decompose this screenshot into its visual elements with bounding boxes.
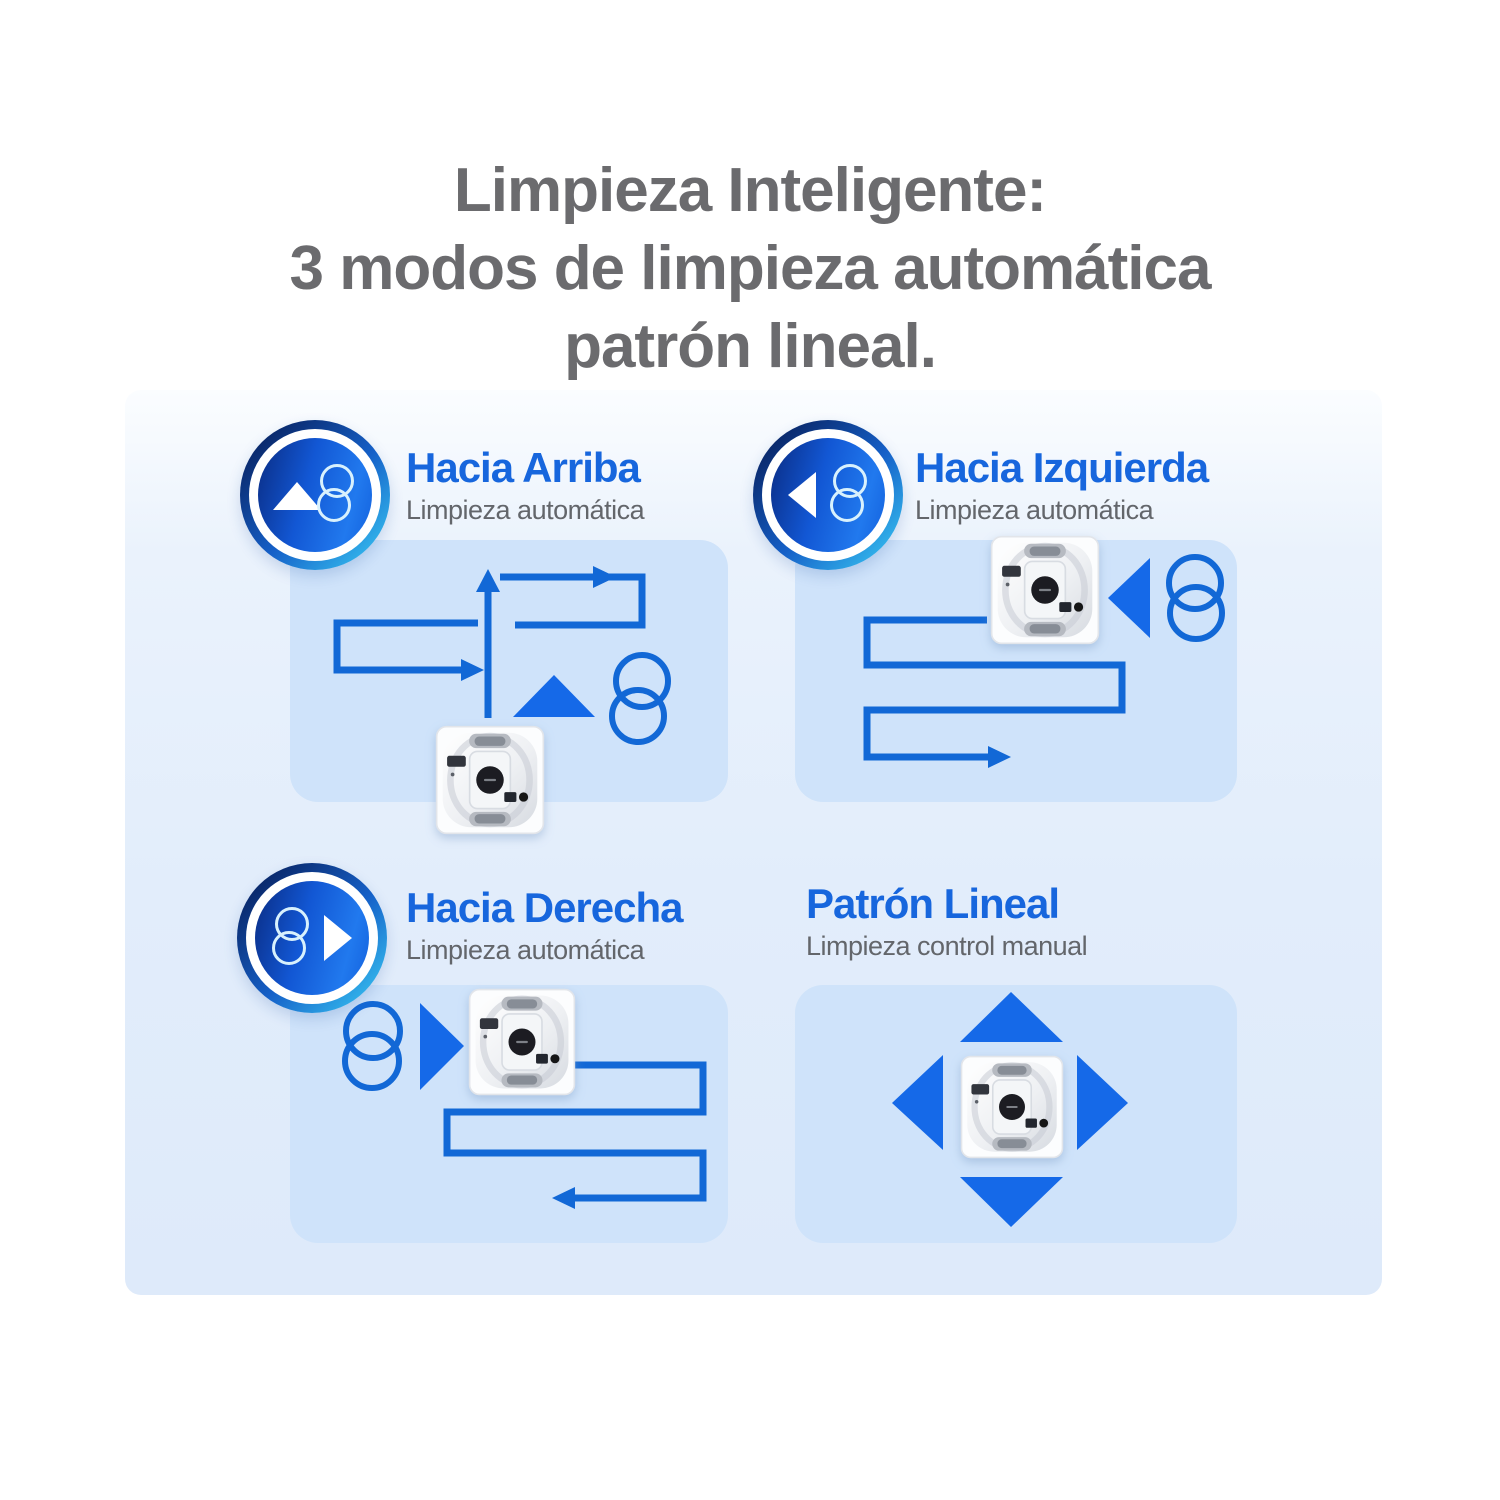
arrowhead-right-icon [593,566,616,588]
overlap-circles-icon [830,488,864,522]
mode-title: Hacia Arriba [406,444,641,491]
diagram-panel-up [290,540,728,802]
mode-heading-block: Hacia Arriba Limpieza automática [406,444,645,526]
top-route-line [500,573,646,629]
filled-up-triangle-icon [960,992,1063,1042]
overlap-circle-top-icon [1166,554,1224,612]
overlap-circle-bottom-icon [609,687,667,745]
mode-subtitle: Limpieza automática [406,495,645,525]
robot-image [992,537,1099,644]
arrow-left-icon [788,472,816,518]
page-title-line-1: Limpieza Inteligente: [453,156,1047,225]
arrowhead-right-icon [461,659,484,681]
serpentine-route-line [443,1061,707,1202]
overlap-circle-bottom-icon [1167,584,1225,642]
badge-hacia-derecha [237,863,387,1013]
arrowhead-up-icon [476,569,500,592]
badge-hacia-arriba [240,420,390,570]
left-serpentine-diagram [863,537,1225,768]
mode-heading-block: Hacia Derecha Limpieza automática [406,884,684,966]
filled-left-triangle-icon [1108,558,1150,638]
mode-subtitle: Limpieza automática [406,935,645,965]
right-serpentine-diagram [342,985,707,1209]
mode-subtitle: Limpieza control manual [806,931,1088,961]
filled-down-triangle-icon [960,1177,1063,1227]
overlap-circles-icon [272,931,306,965]
robot-image [437,727,544,834]
robot-image [962,1057,1063,1158]
up-serpentine-diagram [333,566,671,802]
diagram-panel-right [290,985,728,1243]
arrowhead-right-icon [988,746,1011,768]
page-title-line-3: patrón lineal. [564,312,937,381]
mode-title: Hacia Izquierda [915,444,1209,491]
mode-title: Patrón Lineal [806,880,1060,927]
arrow-right-icon [324,915,352,961]
mode-title: Hacia Derecha [406,884,684,931]
badge-hacia-izquierda [753,420,903,570]
overlap-circle-top-icon [613,652,671,710]
filled-left-triangle-icon [892,1055,943,1150]
overlap-circles-icon [317,488,351,522]
mode-subtitle: Limpieza automática [915,495,1154,525]
filled-up-triangle-icon [513,675,595,717]
page-title: Limpieza Inteligente: 3 modos de limpiez… [0,152,1500,386]
diagram-panel-left [795,540,1237,802]
four-direction-diagram [892,992,1128,1227]
overlap-circle-bottom-icon [342,1031,402,1091]
overlap-circle-top-icon [343,1001,403,1061]
serpentine-route-line [863,616,1126,761]
mode-heading-block: Hacia Izquierda Limpieza automática [915,444,1209,526]
page-title-line-2: 3 modos de limpieza automática [289,234,1212,303]
diagram-panel-linear [795,985,1237,1243]
mode-heading-block: Patrón Lineal Limpieza control manual [806,880,1088,962]
filled-right-triangle-icon [1077,1055,1128,1150]
filled-right-triangle-icon [420,1003,464,1090]
left-route-line [333,619,478,674]
arrowhead-left-icon [552,1187,575,1209]
robot-image [470,990,575,1095]
arrow-up-icon [273,482,321,510]
